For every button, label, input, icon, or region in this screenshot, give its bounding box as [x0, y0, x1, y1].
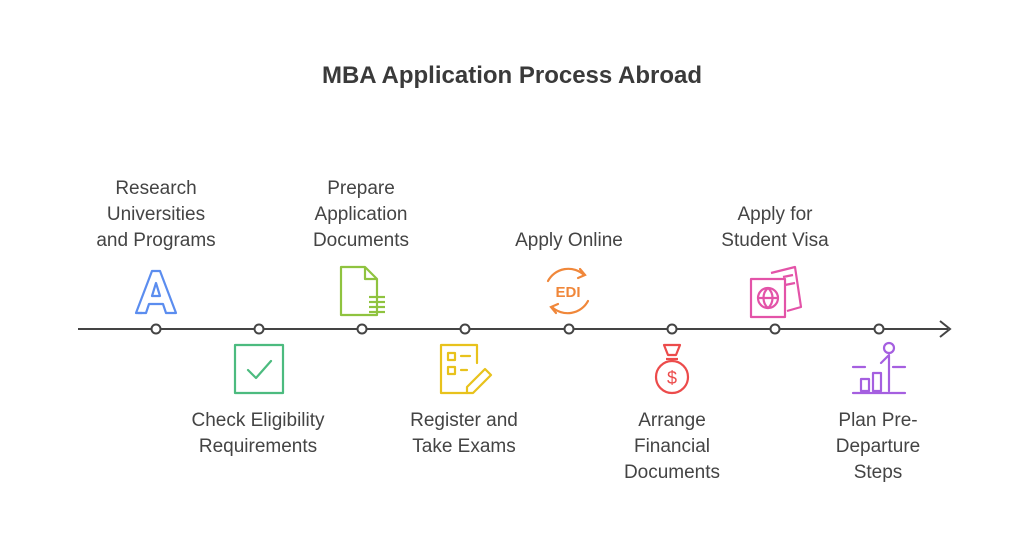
- edi-exchange-icon: EDI: [540, 263, 596, 319]
- diagram-title: MBA Application Process Abroad: [321, 62, 703, 89]
- growth-person-icon: [851, 341, 907, 397]
- checkbox-icon: [231, 341, 287, 397]
- dollar-text: $: [667, 368, 677, 388]
- timeline-node-1: [150, 323, 162, 335]
- timeline-node-6: [666, 323, 678, 335]
- timeline-node-8: [873, 323, 885, 335]
- document-icon: [333, 263, 389, 319]
- step-label-apply-online: Apply Online: [515, 230, 623, 251]
- timeline-node-3: [356, 323, 368, 335]
- timeline-node-7: [769, 323, 781, 335]
- letter-a-icon: [128, 263, 184, 319]
- passport-ticket-icon: [747, 263, 803, 319]
- timeline-node-2: [253, 323, 265, 335]
- timeline-arrowhead: [939, 320, 952, 338]
- edi-text: EDI: [555, 284, 580, 301]
- exam-checklist-icon: [437, 341, 493, 397]
- timeline-node-4: [459, 323, 471, 335]
- timeline-node-5: [563, 323, 575, 335]
- money-bag-icon: $: [644, 341, 700, 397]
